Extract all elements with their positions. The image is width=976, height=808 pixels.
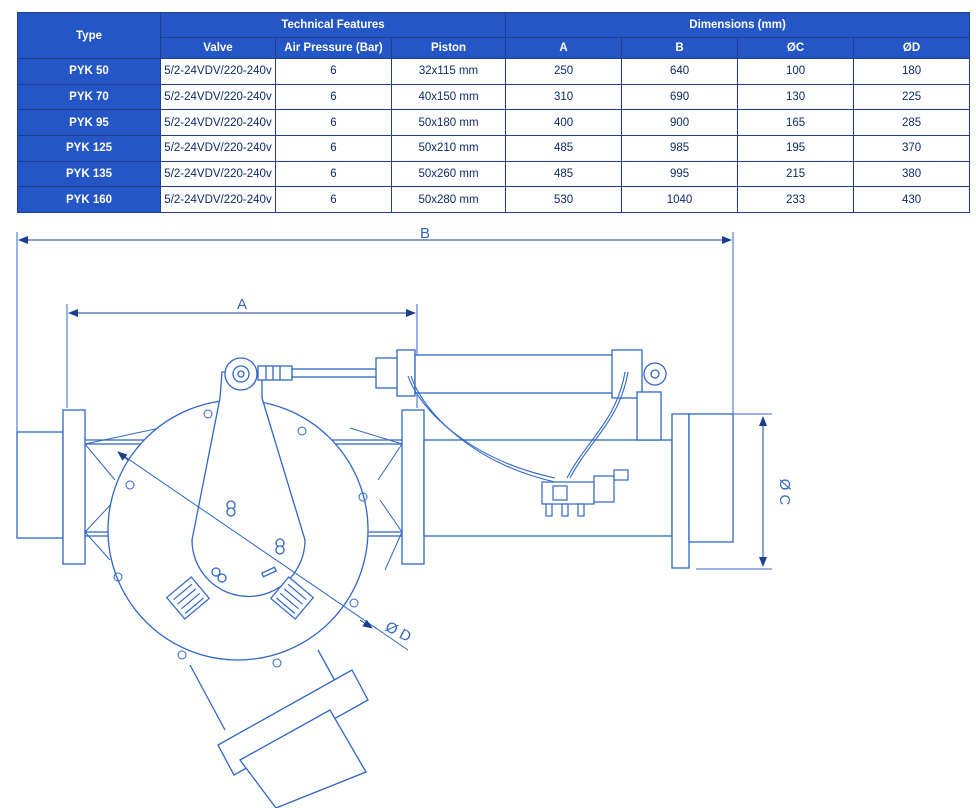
- cell-dim-b: 985: [621, 134, 739, 162]
- dimension-d: [117, 451, 409, 651]
- crank-arm: [191, 357, 306, 598]
- cell-dim-a: 250: [505, 58, 623, 85]
- header-dim-d: ØD: [853, 37, 971, 59]
- air-hoses: [407, 371, 629, 483]
- cell-piston: 50x180 mm: [390, 109, 507, 136]
- cell-valve: 5/2-24VDV/220-240v: [160, 134, 276, 162]
- cell-air-pressure: 6: [275, 160, 392, 188]
- table-row: PYK 50 5/2-24VDV/220-240v 6 32x115 mm 25…: [17, 58, 971, 85]
- cell-valve: 5/2-24VDV/220-240v: [160, 58, 276, 85]
- header-dim-a: A: [505, 37, 623, 59]
- header-dim-b: B: [621, 37, 739, 59]
- header-piston: Piston: [390, 37, 507, 59]
- cell-dim-d: 380: [853, 160, 971, 188]
- valve-pipe-body: [16, 409, 734, 569]
- cell-dim-c: 233: [737, 186, 855, 213]
- dimension-d-label: Ø D: [382, 618, 414, 646]
- cell-dim-d: 225: [853, 83, 971, 111]
- dimension-c: [696, 413, 772, 570]
- header-dim-c: ØC: [737, 37, 855, 59]
- cell-type: PYK 95: [17, 109, 161, 136]
- cell-dim-a: 310: [505, 83, 623, 111]
- piston-cylinder: [257, 349, 667, 441]
- cell-dim-b: 640: [621, 58, 739, 85]
- table-row: PYK 70 5/2-24VDV/220-240v 6 40x150 mm 31…: [17, 83, 971, 111]
- header-air-pressure: Air Pressure (Bar): [275, 37, 392, 59]
- cell-type: PYK 50: [17, 58, 161, 85]
- table-row: PYK 160 5/2-24VDV/220-240v 6 50x280 mm 5…: [17, 186, 971, 213]
- cell-dim-d: 430: [853, 186, 971, 213]
- cell-dim-a: 485: [505, 134, 623, 162]
- table-row: PYK 125 5/2-24VDV/220-240v 6 50x210 mm 4…: [17, 134, 971, 162]
- dimension-b-label: B: [420, 225, 430, 242]
- cell-piston: 50x210 mm: [390, 134, 507, 162]
- cell-air-pressure: 6: [275, 109, 392, 136]
- dimension-a-label: A: [237, 296, 247, 313]
- cell-type: PYK 135: [17, 160, 161, 188]
- solenoid-valve: [541, 469, 629, 517]
- cell-dim-c: 195: [737, 134, 855, 162]
- cell-valve: 5/2-24VDV/220-240v: [160, 83, 276, 111]
- housing-bolt-holes: [113, 409, 368, 668]
- cell-dim-b: 1040: [621, 186, 739, 213]
- cell-air-pressure: 6: [275, 83, 392, 111]
- cell-dim-b: 995: [621, 160, 739, 188]
- cell-piston: 50x260 mm: [390, 160, 507, 188]
- header-technical-features: Technical Features: [159, 12, 507, 38]
- gland-fittings: [165, 576, 315, 620]
- cell-type: PYK 160: [17, 186, 161, 213]
- cell-air-pressure: 6: [275, 58, 392, 85]
- cell-dim-d: 180: [853, 58, 971, 85]
- dimension-c-label: Ø C: [776, 479, 793, 506]
- cell-type: PYK 70: [17, 83, 161, 111]
- cell-dim-a: 485: [505, 160, 623, 188]
- header-valve: Valve: [160, 37, 276, 59]
- cell-piston: 40x150 mm: [390, 83, 507, 111]
- cell-valve: 5/2-24VDV/220-240v: [160, 109, 276, 136]
- cell-dim-d: 285: [853, 109, 971, 136]
- cell-piston: 50x280 mm: [390, 186, 507, 213]
- cell-dim-b: 690: [621, 83, 739, 111]
- table-row: PYK 95 5/2-24VDV/220-240v 6 50x180 mm 40…: [17, 109, 971, 136]
- cell-dim-d: 370: [853, 134, 971, 162]
- table-row: PYK 135 5/2-24VDV/220-240v 6 50x260 mm 4…: [17, 160, 971, 188]
- cell-dim-c: 100: [737, 58, 855, 85]
- valve-technical-drawing: B A Ø C: [16, 225, 793, 808]
- cell-dim-c: 215: [737, 160, 855, 188]
- cell-piston: 32x115 mm: [390, 58, 507, 85]
- cell-valve: 5/2-24VDV/220-240v: [160, 160, 276, 188]
- header-type: Type: [17, 12, 161, 59]
- cell-dim-a: 400: [505, 109, 623, 136]
- spec-table: Type Technical Features Dimensions (mm) …: [17, 12, 971, 213]
- cell-dim-b: 900: [621, 109, 739, 136]
- valve-outlet-pipe: [189, 649, 369, 808]
- cell-dim-c: 130: [737, 83, 855, 111]
- cell-dim-c: 165: [737, 109, 855, 136]
- cell-valve: 5/2-24VDV/220-240v: [160, 186, 276, 213]
- cell-air-pressure: 6: [275, 186, 392, 213]
- cell-type: PYK 125: [17, 134, 161, 162]
- cell-dim-a: 530: [505, 186, 623, 213]
- cell-air-pressure: 6: [275, 134, 392, 162]
- header-dimensions: Dimensions (mm): [505, 12, 971, 38]
